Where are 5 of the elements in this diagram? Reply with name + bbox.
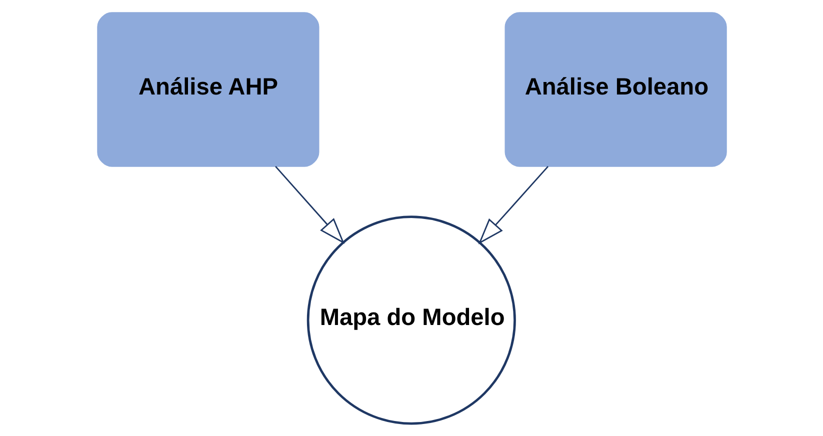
node-box: Análise Boleano xyxy=(504,12,726,167)
node-box: Análise AHP xyxy=(96,12,319,167)
node-circle: Mapa do Modelo xyxy=(306,216,516,425)
arrow xyxy=(274,166,344,244)
arrow xyxy=(478,166,548,244)
